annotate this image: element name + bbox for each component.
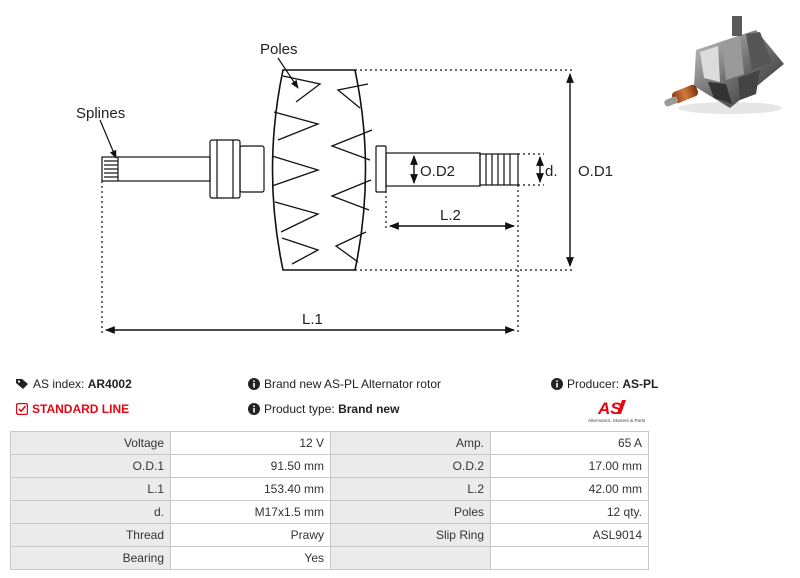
label-splines: Splines [76, 105, 125, 122]
info-icon [248, 403, 260, 415]
info-icon [248, 378, 260, 390]
spec-value: ASL9014 [490, 523, 649, 547]
spec-key: Poles [330, 500, 491, 524]
spec-value: 12 qty. [490, 500, 649, 524]
label-d: d. [545, 163, 558, 180]
rotor-technical-drawing: Poles Splines O.D1 O.D2 d. L.1 L.2 [76, 41, 613, 335]
label-poles: Poles [260, 41, 298, 58]
label-l1: L.1 [302, 311, 323, 328]
spec-value: 65 A [490, 431, 649, 455]
description-text: Brand new AS-PL Alternator rotor [264, 377, 441, 391]
rotor-photo-image [664, 16, 784, 114]
spec-key: Bearing [10, 546, 171, 570]
info-icon [551, 378, 563, 390]
spec-key [330, 546, 491, 570]
spec-value: Prawy [170, 523, 331, 547]
label-l2: L.2 [440, 207, 461, 224]
product-type-value: Brand new [338, 402, 400, 416]
spec-key: L.2 [330, 477, 491, 501]
spec-key: d. [10, 500, 171, 524]
spec-key: O.D.2 [330, 454, 491, 478]
spec-key: L.1 [10, 477, 171, 501]
standard-line-text: STANDARD LINE [32, 402, 130, 416]
svg-text:Alternators, Starters & Parts: Alternators, Starters & Parts [588, 418, 646, 423]
spec-value: 153.40 mm [170, 477, 331, 501]
spec-value: M17x1.5 mm [170, 500, 331, 524]
standard-line: STANDARD LINE [16, 402, 129, 416]
label-od1: O.D1 [578, 163, 613, 180]
as-index-value: AR4002 [87, 377, 132, 391]
spec-key: Amp. [330, 431, 491, 455]
spec-value [490, 546, 649, 570]
producer-value: AS-PL [622, 377, 659, 391]
spec-key: Thread [10, 523, 171, 547]
svg-text:AS: AS [597, 399, 622, 418]
product-type-label: Product type: [264, 402, 335, 416]
as-index: AS index: AR4002 [16, 377, 132, 391]
spec-value: 91.50 mm [170, 454, 331, 478]
as-index-label: AS index: [33, 377, 85, 391]
product-description: Brand new AS-PL Alternator rotor [248, 377, 441, 391]
tag-icon [16, 379, 28, 389]
producer-label: Producer: [567, 377, 620, 391]
spec-value: 12 V [170, 431, 331, 455]
spec-key: O.D.1 [10, 454, 171, 478]
spec-value: Yes [170, 546, 331, 570]
spec-key: Voltage [10, 431, 171, 455]
checkbox-checked-icon [16, 403, 28, 415]
producer: Producer: AS-PL [551, 377, 658, 391]
spec-key: Slip Ring [330, 523, 491, 547]
thread-end [479, 153, 519, 186]
as-pl-logo: AS Alternators, Starters & Parts [588, 399, 646, 423]
label-od2: O.D2 [420, 163, 455, 180]
product-type: Product type: Brand new [248, 402, 399, 416]
bearing-left [209, 139, 241, 199]
spec-value: 42.00 mm [490, 477, 649, 501]
spec-value: 17.00 mm [490, 454, 649, 478]
